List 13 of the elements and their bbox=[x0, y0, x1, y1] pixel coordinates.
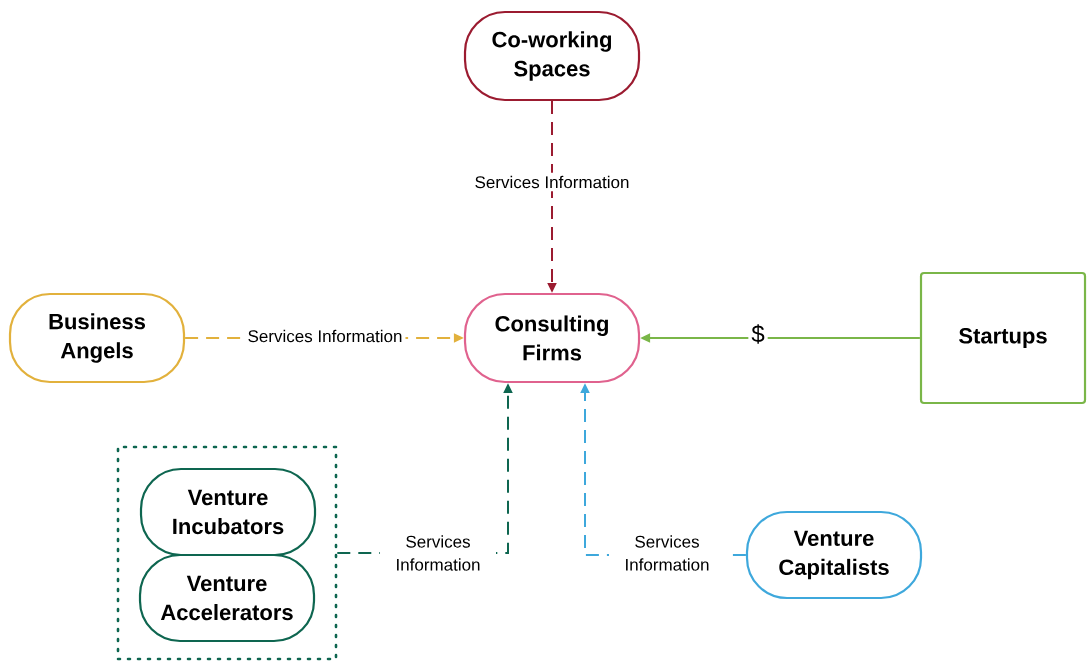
edge-label: Services Information bbox=[244, 326, 406, 346]
rounded-box: Venture Accelerators bbox=[138, 553, 316, 643]
dotted-group-box bbox=[116, 445, 338, 661]
rounded-box: Consulting Firms bbox=[463, 292, 641, 384]
process-box: Startups bbox=[919, 271, 1087, 405]
rounded-box: Venture Incubators bbox=[139, 467, 317, 557]
rounded-box: Venture Capitalists bbox=[745, 510, 923, 600]
rounded-box: Co-working Spaces bbox=[463, 10, 641, 102]
edge-label: Services Information bbox=[471, 172, 633, 192]
edge-label: Services Information bbox=[380, 532, 496, 574]
edge-label: Services Information bbox=[609, 532, 725, 574]
edge-label: $ bbox=[748, 321, 768, 347]
rounded-box: Business Angels bbox=[8, 292, 186, 384]
